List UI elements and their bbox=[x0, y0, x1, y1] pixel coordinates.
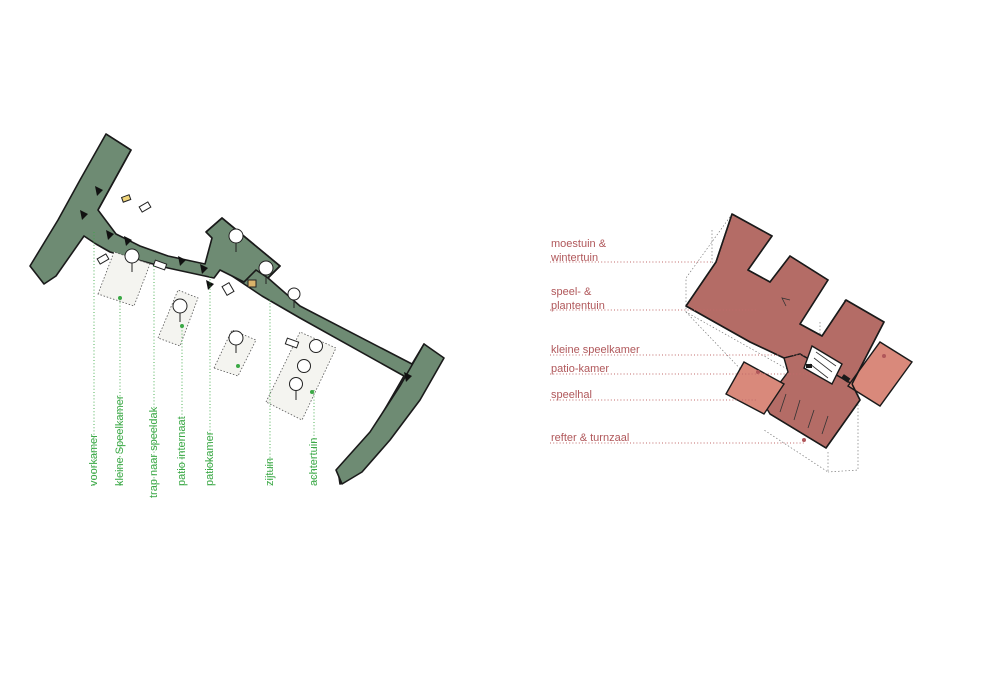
garden-patiokamer bbox=[213, 329, 257, 377]
axo-leader-lines bbox=[550, 261, 812, 444]
entrance-arrows bbox=[80, 186, 412, 382]
label-kleine-speelkamer-axo: kleine speelkamer bbox=[551, 344, 640, 356]
garden-achtertuin bbox=[265, 331, 337, 421]
label-speel-plantentuin-line1: speel- & bbox=[551, 286, 592, 298]
label-speelhal: speelhal bbox=[551, 389, 592, 401]
roof-speelhal bbox=[725, 361, 786, 415]
label-achtertuin: achtertuin bbox=[308, 438, 320, 486]
label-refter-turnzaal: refter & turnzaal bbox=[551, 432, 629, 444]
label-moestuin-line1: moestuin & bbox=[551, 238, 607, 250]
marker-dots bbox=[118, 296, 314, 394]
axonometric-view bbox=[684, 212, 914, 473]
label-zijtuin: zijtuin bbox=[264, 458, 276, 486]
garden-voorkamer bbox=[97, 248, 151, 307]
tree-icons bbox=[228, 228, 301, 308]
label-patio-kamer: patio-kamer bbox=[551, 363, 609, 375]
label-moestuin-line2: wintertuin bbox=[550, 252, 598, 264]
stair-icons bbox=[96, 194, 300, 349]
label-trap-naar-speeldak: trap naar speeldak bbox=[148, 406, 160, 498]
label-patio-internaat: patio internaat bbox=[176, 416, 188, 486]
patio-room-outline bbox=[205, 217, 281, 283]
plan-leader-lines bbox=[93, 232, 315, 486]
label-voorkamer: voorkamer bbox=[88, 434, 100, 486]
corridor-plan bbox=[29, 133, 445, 485]
label-speel-plantentuin-line2: plantentuin bbox=[551, 300, 605, 312]
end-wall bbox=[335, 343, 445, 485]
label-patiokamer: patiokamer bbox=[204, 431, 216, 486]
garden-patio-internaat bbox=[157, 289, 199, 347]
label-kleine-speelkamer: kleine Speelkamer bbox=[114, 395, 126, 486]
